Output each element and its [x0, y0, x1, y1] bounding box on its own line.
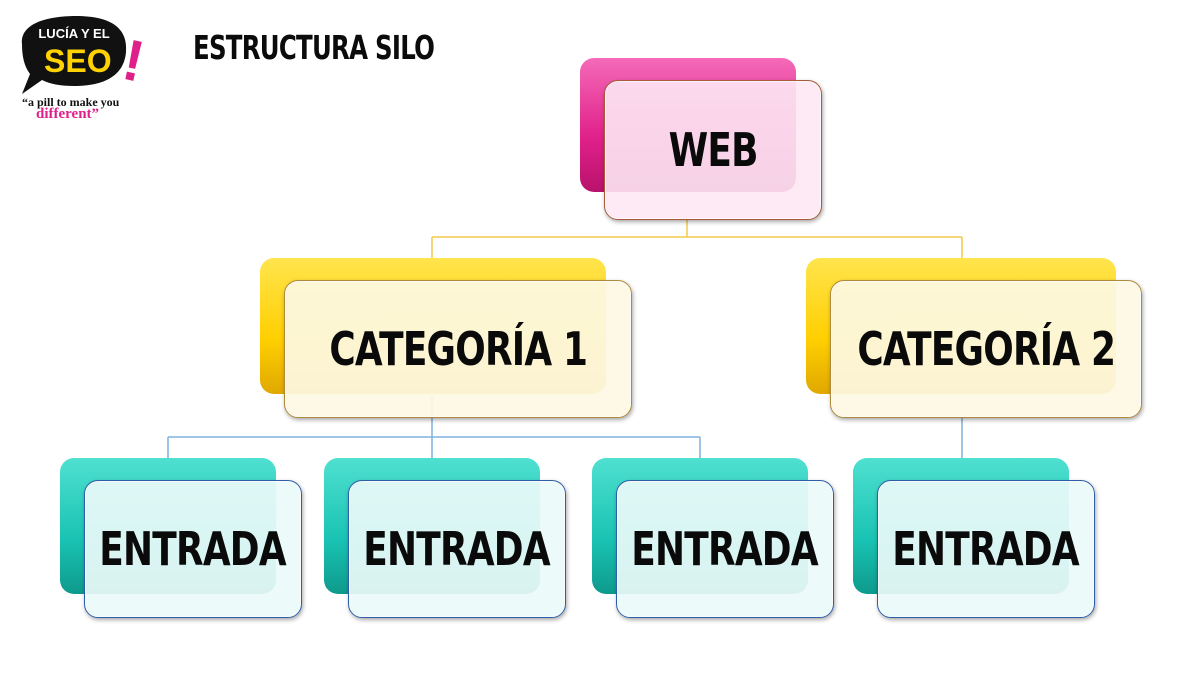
- root-to-category-connectors: [431, 217, 963, 258]
- node-category-1-front: CATEGORÍA 1: [284, 280, 632, 418]
- node-category-2-label: CATEGORÍA 2: [857, 322, 1116, 376]
- logo-seo-letters: SEO: [44, 43, 112, 79]
- node-entry-1-front: ENTRADA: [84, 480, 302, 618]
- logo-text-line2: SEO: [44, 43, 112, 79]
- tagline-line2: different”: [36, 106, 100, 122]
- node-entry-1-label: ENTRADA: [99, 522, 287, 576]
- node-entry-3-front: ENTRADA: [616, 480, 834, 618]
- node-entry-4-label: ENTRADA: [892, 522, 1080, 576]
- node-entry-2-front: ENTRADA: [348, 480, 566, 618]
- node-root-front: WEB: [604, 80, 822, 220]
- node-entry-2-label: ENTRADA: [363, 522, 551, 576]
- logo-text-line1: LUCÍA Y EL: [38, 26, 109, 41]
- node-root-label: WEB: [668, 123, 758, 177]
- logo-speech-bubble-icon: LUCÍA Y EL SEO !: [21, 16, 150, 95]
- page-title: ESTRUCTURA SILO: [193, 28, 435, 67]
- node-entry-3-label: ENTRADA: [631, 522, 819, 576]
- node-category-1-label: CATEGORÍA 1: [329, 322, 588, 376]
- node-entry-4-front: ENTRADA: [877, 480, 1095, 618]
- tagline-line1: “a pill to make you: [22, 95, 120, 109]
- brand-logo: LUCÍA Y EL SEO !: [16, 14, 150, 132]
- node-category-2-front: CATEGORÍA 2: [830, 280, 1142, 418]
- brand-tagline: “a pill to make you different”: [22, 95, 152, 122]
